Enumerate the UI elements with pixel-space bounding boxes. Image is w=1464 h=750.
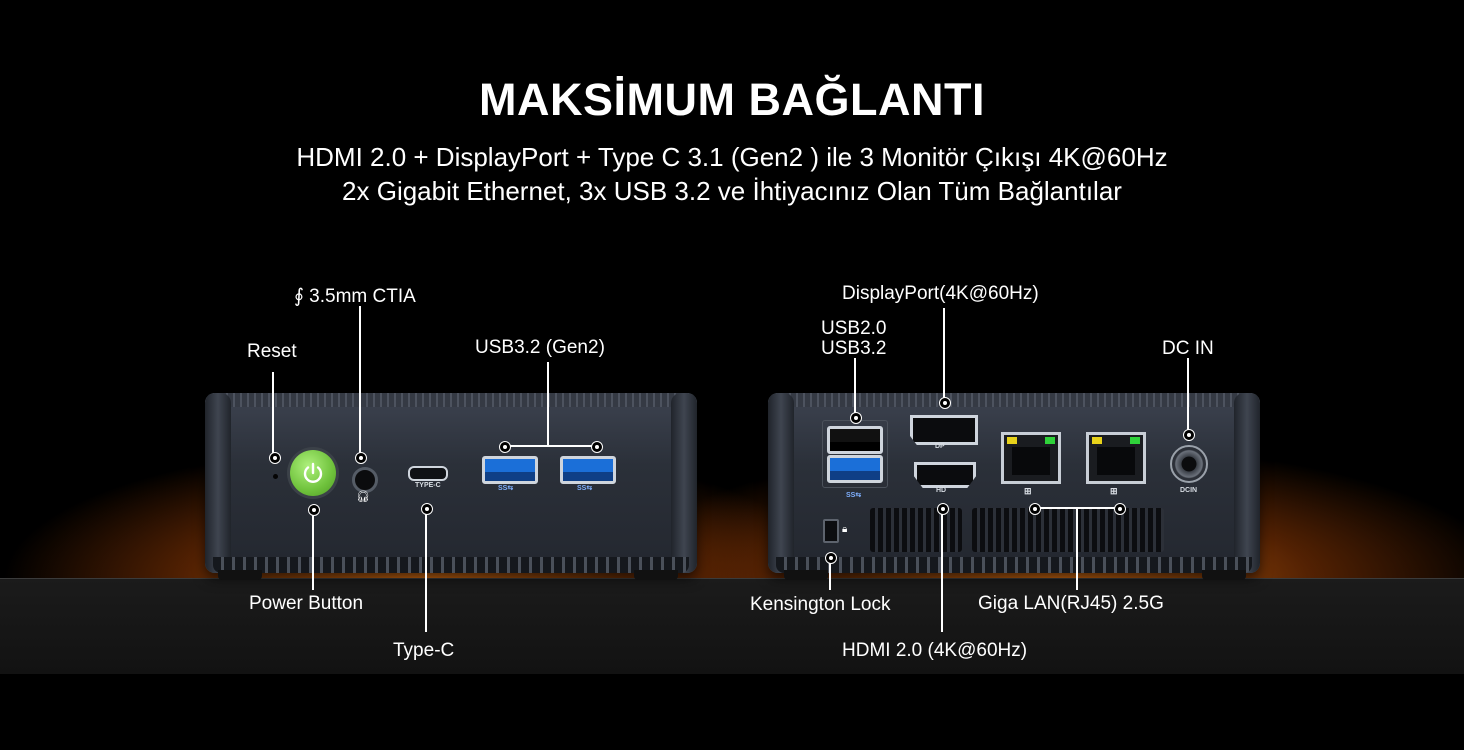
- rear-vent: [870, 508, 962, 552]
- displayport-port[interactable]: [910, 415, 978, 445]
- callout-dot: [1114, 503, 1126, 515]
- lan-led-yellow: [1092, 437, 1102, 444]
- callout-dot: [308, 504, 320, 516]
- callout-dot: [421, 503, 433, 515]
- callout-dot: [355, 452, 367, 464]
- audio-jack-port[interactable]: [352, 467, 378, 493]
- page-title: MAKSİMUM BAĞLANTI: [479, 74, 985, 125]
- device-left-side: [205, 393, 231, 573]
- callout-dot: [1029, 503, 1041, 515]
- callout-dot: [591, 441, 603, 453]
- device-right-side: [671, 393, 697, 573]
- label-usb32: USB3.2: [821, 338, 887, 359]
- lan-led-green: [1130, 437, 1140, 444]
- lan-port-1[interactable]: [1001, 432, 1061, 484]
- subtitle-line-2: 2x Gigabit Ethernet, 3x USB 3.2 ve İhtiy…: [342, 176, 1122, 206]
- label-audio-jack: ∮ 3.5mm CTIA: [294, 286, 416, 307]
- dc-in-label: DCIN: [1180, 487, 1198, 494]
- type-c-port[interactable]: [408, 466, 448, 481]
- subtitle-line-1: HDMI 2.0 + DisplayPort + Type C 3.1 (Gen…: [296, 142, 1168, 172]
- label-displayport: DisplayPort(4K@60Hz): [842, 283, 1039, 304]
- lock-icon: 🔒︎: [842, 524, 848, 535]
- label-giga-lan: Giga LAN(RJ45) 2.5G: [978, 593, 1164, 614]
- callout-dot: [939, 397, 951, 409]
- usb3-port-1[interactable]: [482, 456, 538, 484]
- callout-dot: [269, 452, 281, 464]
- label-kensington-lock: Kensington Lock: [750, 594, 891, 615]
- device-right-side: [1234, 393, 1260, 573]
- type-c-port-label: TYPE-C: [415, 482, 441, 489]
- device-foot: [1202, 570, 1246, 580]
- label-power-button: Power Button: [249, 593, 364, 614]
- callout-dot: [825, 552, 837, 564]
- usb2-port[interactable]: [827, 426, 883, 454]
- kensington-lock-slot[interactable]: [823, 519, 839, 543]
- bottom-strip: [0, 674, 1464, 750]
- lan-led-green: [1045, 437, 1055, 444]
- network-icon: ⊞: [1110, 486, 1118, 496]
- superspeed-logo: SS⇆: [577, 485, 593, 492]
- label-type-c: Type-C: [393, 640, 455, 661]
- label-usb32-gen2: USB3.2 (Gen2): [475, 337, 605, 358]
- device-left-side: [768, 393, 794, 573]
- headphone-icon: 🎧︎: [356, 491, 370, 503]
- device-foot: [218, 570, 262, 580]
- lan-socket: [1097, 447, 1135, 475]
- callout-dot: [850, 412, 862, 424]
- device-top-lip: [768, 393, 1260, 407]
- displayport-label: DP: [935, 443, 945, 450]
- device-base-vent: [213, 557, 689, 573]
- power-icon: [303, 462, 323, 483]
- usb3-port-2[interactable]: [560, 456, 616, 484]
- label-reset: Reset: [247, 341, 297, 362]
- device-base-vent: [776, 557, 1252, 573]
- usb3-port-rear[interactable]: [827, 455, 883, 483]
- hdmi-port[interactable]: [914, 462, 976, 488]
- lan-led-yellow: [1007, 437, 1017, 444]
- network-icon: ⊞: [1024, 486, 1032, 496]
- front-panel-device: [205, 393, 697, 573]
- floor-surface: [0, 578, 1464, 675]
- superspeed-logo: SS⇆: [846, 492, 862, 499]
- hdmi-label: HD: [936, 487, 947, 494]
- device-foot: [784, 570, 828, 580]
- lan-socket: [1012, 447, 1050, 475]
- device-foot: [634, 570, 678, 580]
- rear-vent: [972, 508, 1164, 552]
- label-dc-in: DC IN: [1162, 338, 1214, 359]
- label-hdmi: HDMI 2.0 (4K@60Hz): [842, 640, 1028, 661]
- label-usb20: USB2.0: [821, 318, 887, 339]
- dc-in-port[interactable]: [1170, 445, 1208, 483]
- device-top-lip: [205, 393, 697, 407]
- callout-dot: [499, 441, 511, 453]
- power-button[interactable]: [290, 450, 336, 496]
- lan-port-2[interactable]: [1086, 432, 1146, 484]
- callout-dot: [937, 503, 949, 515]
- reset-pinhole[interactable]: [273, 474, 278, 479]
- callout-dot: [1183, 429, 1195, 441]
- superspeed-logo: SS⇆: [498, 485, 514, 492]
